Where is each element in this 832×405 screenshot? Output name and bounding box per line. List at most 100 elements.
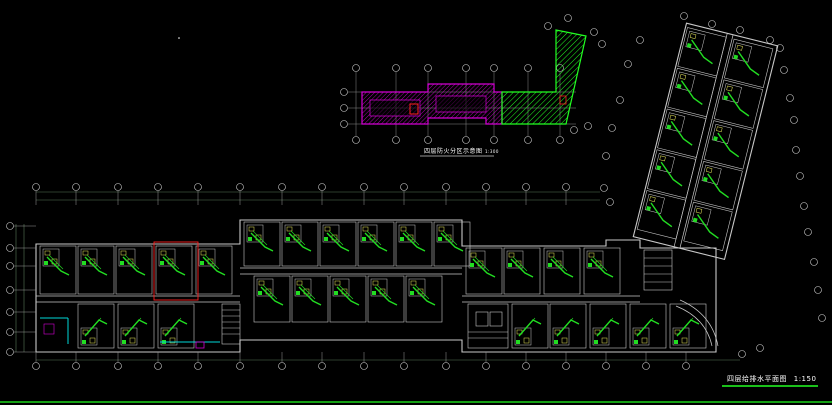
inset-axis-bubble [462,64,470,72]
wing-bathroom [675,71,696,92]
guest-room [465,247,503,295]
riser-marker [554,340,558,344]
toilet-fixture [160,250,167,256]
bathroom [514,327,532,346]
water-pipe-thin [300,284,316,300]
basin-fixture [681,337,688,344]
basin-fixture [561,337,568,344]
guest-room [195,245,233,295]
bathroom [592,327,610,346]
wing-bathroom [721,83,742,104]
inset-axis-bubble [490,136,498,144]
water-pipe-thin [262,284,278,300]
riser-marker [674,340,678,344]
guest-room [367,275,405,323]
axis-bubble [360,362,368,370]
inset-axis-bubble [462,136,470,144]
bathroom [360,224,378,243]
water-pipe-thin [512,256,528,272]
wing-room [703,120,753,170]
basin-fixture [601,337,608,344]
wing-pipe [680,80,703,105]
inset-axis-bubble [340,120,348,128]
toilet-fixture [258,280,265,286]
water-pipe [202,256,226,276]
guest-room [157,303,195,349]
inset-scale: 1:300 [484,149,499,154]
rotated-wing-wall [632,22,779,261]
toilet-fixture [324,226,331,232]
wing-bathroom [685,30,706,51]
guest-room [589,303,627,349]
inset-axis-bubble [544,22,552,30]
water-pipe-thin [678,317,694,335]
water-pipe [364,232,388,252]
axis-bubble [810,258,818,266]
wing-room [667,67,717,118]
axis-bubble [194,183,202,191]
axis-bubble [776,44,784,52]
guest-room [549,303,587,349]
water-pipe [84,256,108,276]
water-pipe-thin [126,317,142,335]
riser-marker [594,340,598,344]
axis-bubble [72,183,80,191]
water-pipe [402,232,426,252]
water-pipe-thin [638,317,654,335]
riser-marker [438,237,442,241]
toilet-fixture [248,226,255,232]
inset-axis-bubble [598,40,606,48]
wing-fixture [649,196,656,202]
wing-riser [666,124,672,130]
water-pipe [590,258,614,278]
toilet-fixture [120,250,127,256]
axis-bubble [114,362,122,370]
inset-title-text: 四层防火分区示意图 [424,148,483,155]
water-pipe-thin [366,230,382,246]
water-pipe-thin [204,254,220,270]
wing-room [646,149,697,199]
water-pipe-thin [558,317,574,335]
water-pipe [260,286,284,306]
wing-room [693,161,743,211]
bathroom [246,224,264,243]
bathroom [436,224,454,243]
toilet-fixture [372,280,379,286]
basin-fixture [641,337,648,344]
wing-riser [646,206,651,211]
axis-bubble [796,172,804,180]
wing-pipe [707,173,729,199]
main-title-text: 四层给排水平面图 [727,375,787,383]
wing-room [724,38,774,88]
water-pipe-thin [442,230,458,246]
wing-fixture [716,126,723,133]
water-pipe-thin [552,256,568,272]
water-pipe [250,232,274,252]
water-pipe [472,258,496,278]
riser-marker [588,263,592,267]
water-pipe [440,232,464,252]
water-pipe-thin [592,256,608,272]
axis-bubble [6,348,14,356]
wing-pipe [650,202,673,228]
floor-plan [6,12,826,370]
wing-riser [702,176,708,182]
toilet-fixture [438,226,445,232]
wing-fixture [705,167,713,173]
wing-riser [692,217,698,223]
bathroom [370,278,388,297]
basin-fixture [169,337,176,344]
riser-marker [200,261,204,265]
wing-pipe [717,132,740,158]
axis-bubble [442,183,450,191]
basin-fixture [129,337,136,344]
inset-title: 四层防火分区示意图 1:300 [424,146,499,155]
stair-core-2 [467,303,509,349]
inset-axis-bubble [340,104,348,112]
toilet-fixture [470,252,477,258]
inset-axis-bubble [570,126,578,134]
guest-room [115,245,153,295]
toilet-fixture [334,280,341,286]
toilet-fixture [286,226,293,232]
axis-bubble [522,362,530,370]
